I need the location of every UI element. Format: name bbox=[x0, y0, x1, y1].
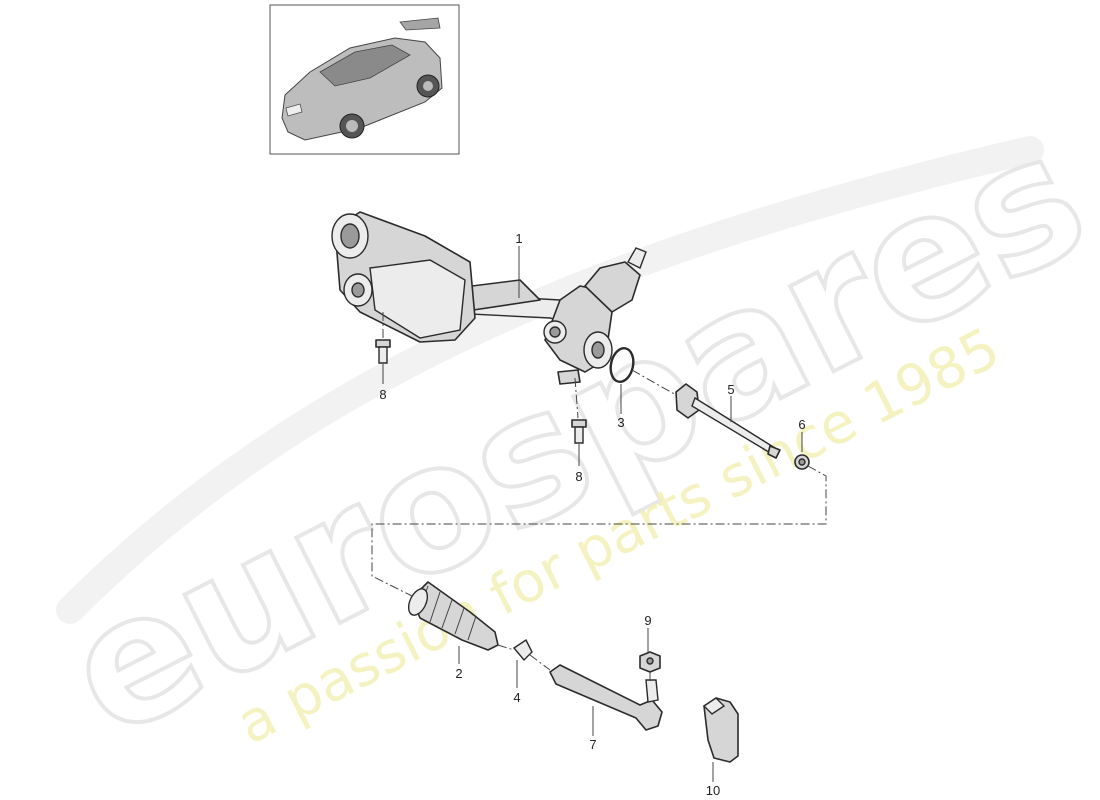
leader-lines bbox=[371, 246, 827, 782]
castle-nut[interactable] bbox=[639, 651, 661, 673]
callout-10[interactable]: 10 bbox=[706, 783, 720, 798]
callout-8-left[interactable]: 8 bbox=[379, 387, 386, 402]
car-thumbnail[interactable] bbox=[269, 4, 460, 155]
callouts: 1 2 3 4 5 6 7 8 8 9 10 bbox=[379, 231, 805, 798]
tie-rod-end[interactable] bbox=[549, 664, 663, 731]
steering-rack-assembly[interactable] bbox=[331, 211, 647, 385]
mounting-bolt-a[interactable] bbox=[375, 339, 391, 364]
callout-8-right[interactable]: 8 bbox=[575, 469, 582, 484]
callout-9[interactable]: 9 bbox=[644, 613, 651, 628]
boot-clamp[interactable] bbox=[512, 638, 533, 662]
callout-4[interactable]: 4 bbox=[513, 690, 520, 705]
car-thumbnail-icon bbox=[281, 17, 443, 141]
callout-6[interactable]: 6 bbox=[798, 417, 805, 432]
callout-7[interactable]: 7 bbox=[589, 737, 596, 752]
inner-tie-rod[interactable] bbox=[675, 383, 781, 459]
watermark-swoosh bbox=[56, 136, 1044, 624]
callout-3[interactable]: 3 bbox=[617, 415, 624, 430]
mounting-bolt-b[interactable] bbox=[571, 419, 587, 444]
callout-5[interactable]: 5 bbox=[727, 382, 734, 397]
lock-nut[interactable] bbox=[794, 454, 810, 470]
callout-2[interactable]: 2 bbox=[455, 666, 462, 681]
steering-boot[interactable] bbox=[405, 581, 499, 651]
o-ring[interactable] bbox=[608, 346, 637, 384]
callout-1[interactable]: 1 bbox=[515, 231, 522, 246]
heat-shield[interactable] bbox=[702, 697, 739, 763]
